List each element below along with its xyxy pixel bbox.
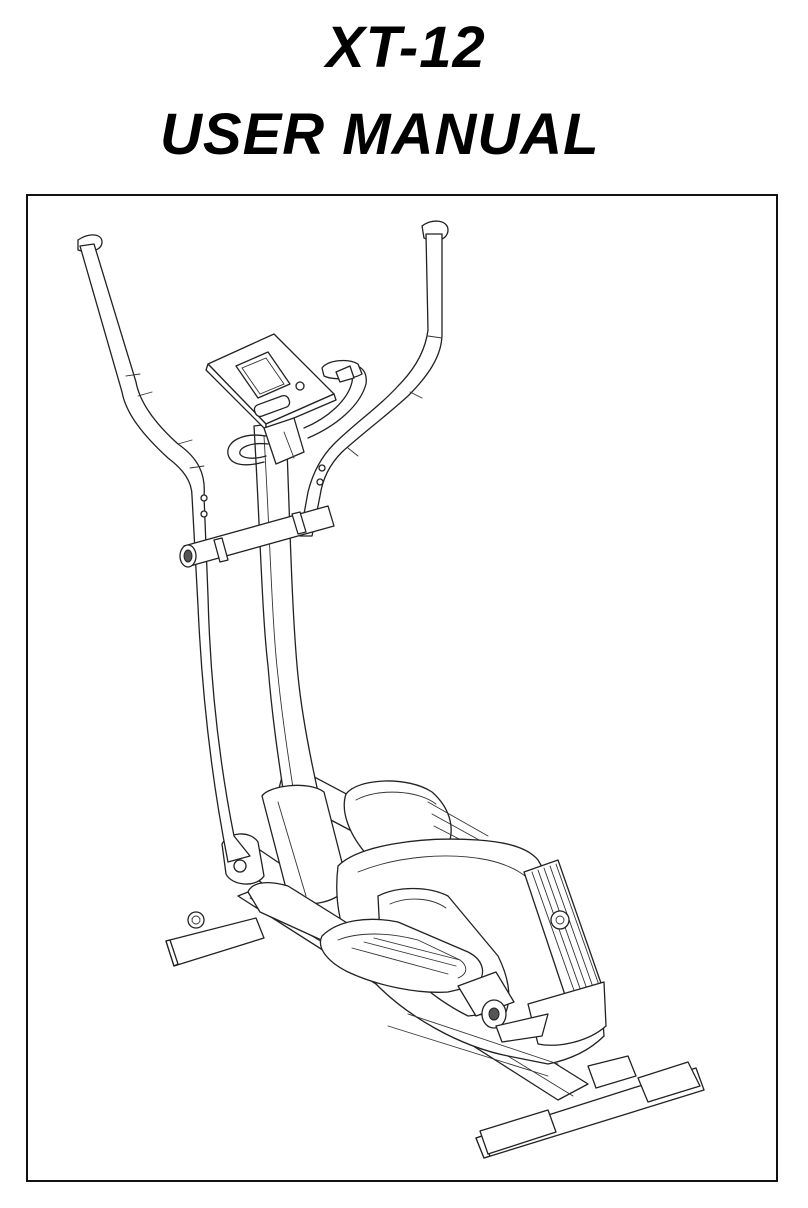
rear-stabilizer <box>166 912 264 966</box>
console <box>206 334 336 464</box>
product-illustration-frame <box>26 194 778 1182</box>
upright-column <box>254 422 348 904</box>
model-name: XT-12 <box>326 14 486 82</box>
right-moving-arm <box>300 221 448 536</box>
manual-title: USER MANUAL <box>160 100 600 170</box>
front-stabilizer <box>476 1062 704 1158</box>
elliptical-trainer-drawing <box>28 196 776 1180</box>
